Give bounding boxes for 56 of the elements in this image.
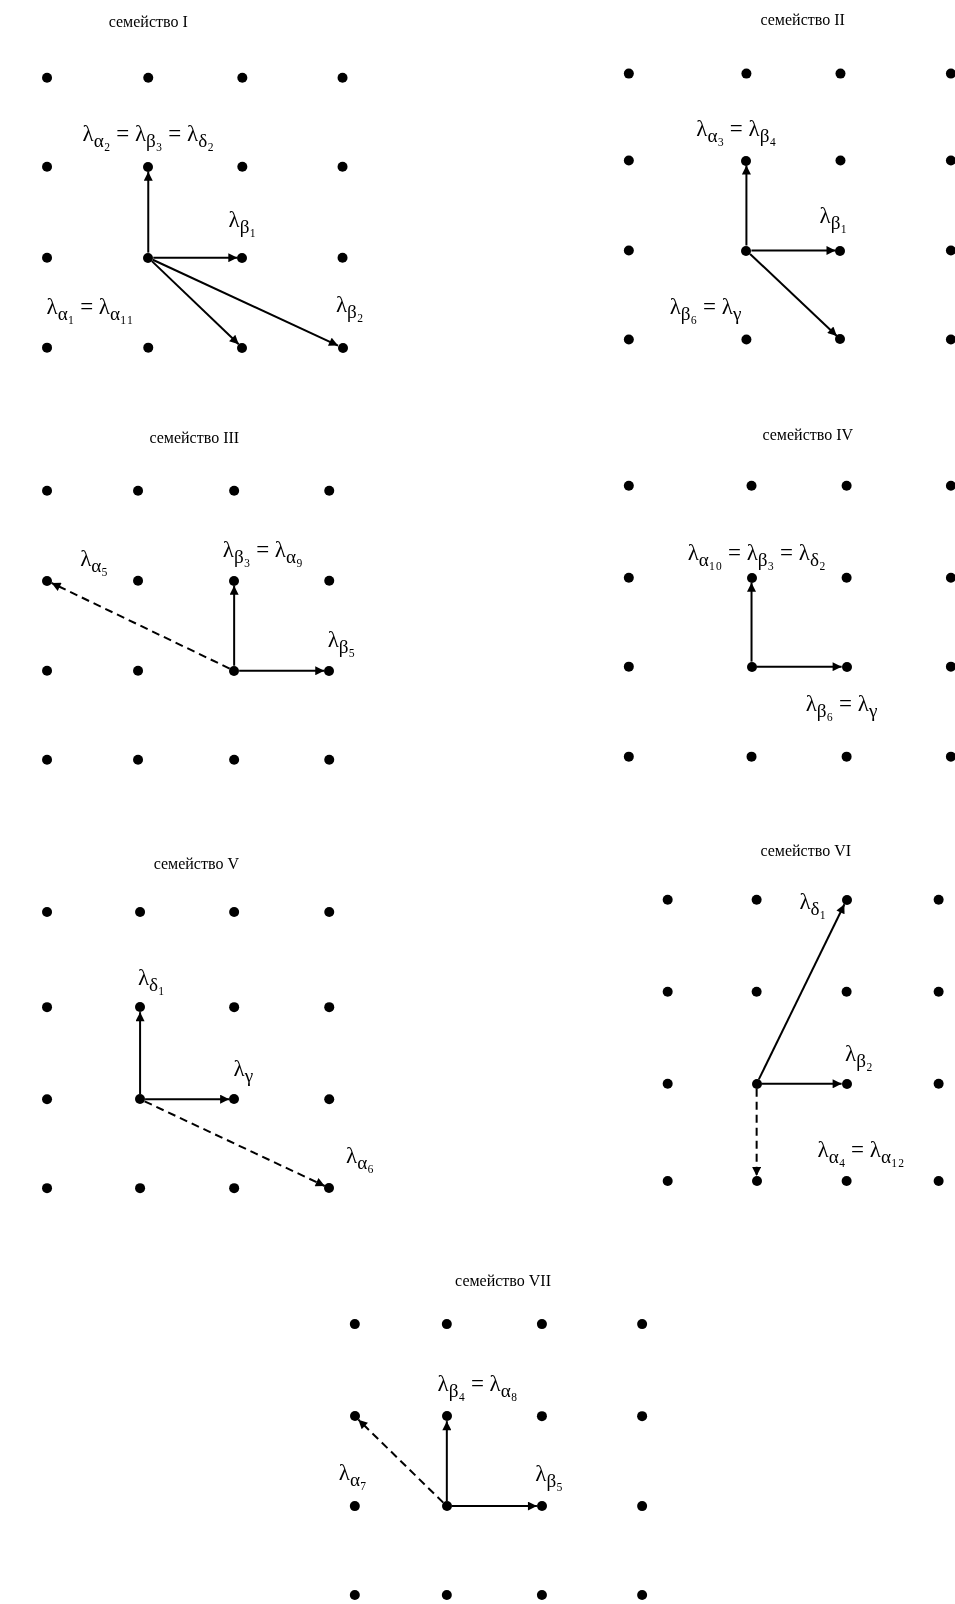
- panel-title: семейство V: [153, 855, 239, 873]
- panel-title: семейство III: [149, 428, 240, 447]
- arrow: [752, 1087, 762, 1177]
- lattice-dot: [237, 342, 248, 353]
- arrow: [450, 1501, 538, 1511]
- arrow: [357, 1418, 445, 1504]
- arrow: [760, 1079, 843, 1089]
- arrow: [750, 246, 837, 255]
- lattice-dot: [324, 665, 335, 676]
- lattice-dot: [741, 155, 752, 166]
- arrow: [755, 662, 843, 672]
- arrow: [50, 581, 231, 670]
- panel-title: семейство VII: [455, 1272, 551, 1291]
- arrow: [151, 258, 339, 347]
- lattice-dot: [841, 661, 852, 672]
- lattice-dot: [751, 1175, 762, 1186]
- lattice-dot: [835, 245, 846, 256]
- lattice-dot: [746, 661, 757, 672]
- lattice-dot: [229, 1094, 240, 1105]
- arrow: [150, 260, 240, 346]
- lattice-dot: [237, 252, 248, 263]
- lattice-dot: [135, 1094, 146, 1105]
- arrow: [749, 252, 838, 338]
- lattice-dot: [841, 894, 852, 905]
- arrow: [143, 1100, 326, 1187]
- arrow: [143, 170, 153, 254]
- lattice-dot: [135, 1002, 146, 1013]
- panel-title: семейство IV: [762, 425, 854, 444]
- panel-title: семейство II: [760, 11, 845, 30]
- lattice-dot: [324, 1183, 335, 1194]
- arrow: [442, 1420, 452, 1503]
- lattice-dot: [337, 342, 348, 353]
- arrow: [229, 584, 239, 667]
- arrow: [144, 1094, 231, 1104]
- lattice-dot: [349, 1411, 360, 1422]
- lattice-dot: [441, 1501, 452, 1512]
- arrow: [747, 581, 757, 663]
- lattice-dot: [746, 572, 757, 583]
- lattice-dot: [229, 665, 240, 676]
- lattice-dot: [143, 161, 154, 172]
- panel-title: семейство VI: [760, 841, 851, 860]
- arrow: [135, 1011, 145, 1096]
- arrow: [741, 164, 751, 247]
- arrow: [152, 253, 239, 263]
- lattice-dot: [835, 334, 846, 345]
- arrow: [238, 666, 326, 676]
- lattice-dot: [536, 1501, 547, 1512]
- arrow: [757, 903, 846, 1081]
- lattice-dot: [841, 1078, 852, 1089]
- lattice-dot: [42, 575, 53, 586]
- lattice-dot: [143, 252, 154, 263]
- lattice-dot: [741, 245, 752, 256]
- lattice-dot: [441, 1411, 452, 1422]
- panel-title: семейство I: [108, 13, 188, 32]
- lattice-dot: [229, 575, 240, 586]
- lattice-dot: [751, 1078, 762, 1089]
